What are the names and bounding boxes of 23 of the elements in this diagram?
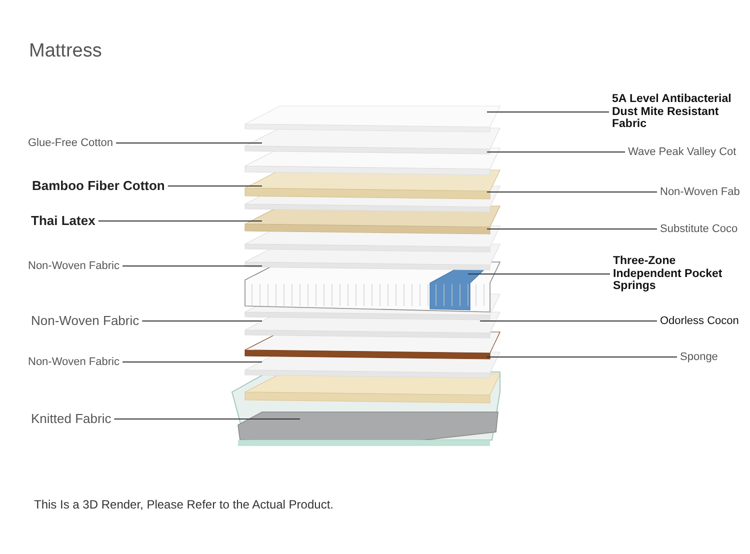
leader-line — [114, 418, 300, 420]
layer-label: Non-Woven Fabric — [28, 356, 120, 368]
layer-label: Non-Woven Fabric — [31, 314, 140, 328]
layer-label: Non-Woven Fab — [660, 186, 740, 198]
layer-label: Odorless Cocon — [660, 314, 739, 328]
caption: This Is a 3D Render, Please Refer to the Actual Product. — [34, 498, 334, 512]
layer-label: Bamboo Fiber Cotton — [32, 178, 165, 194]
layer-label: 5A Level Antibacterial Dust Mite Resistant Fabric — [612, 93, 742, 131]
layer-label: Substitute Coco — [660, 222, 738, 236]
leader-line — [142, 320, 262, 322]
layer-label: Thai Latex — [31, 214, 96, 228]
layer-label: Non-Woven Fabric — [28, 260, 120, 272]
leader-line — [486, 228, 658, 230]
leader-line — [98, 220, 262, 222]
title: Mattress — [29, 42, 102, 62]
leader-line — [115, 142, 262, 144]
layer-label: Glue-Free Cotton — [28, 136, 113, 150]
layer-label: Wave Peak Valley Cot — [628, 146, 736, 158]
layer-label: Knitted Fabric — [31, 412, 112, 426]
leader-line — [486, 356, 678, 358]
leader-line — [480, 320, 658, 322]
layer-label: Three-Zone Independent Pocket Springs — [613, 255, 743, 293]
layer-label: Sponge — [680, 350, 718, 364]
